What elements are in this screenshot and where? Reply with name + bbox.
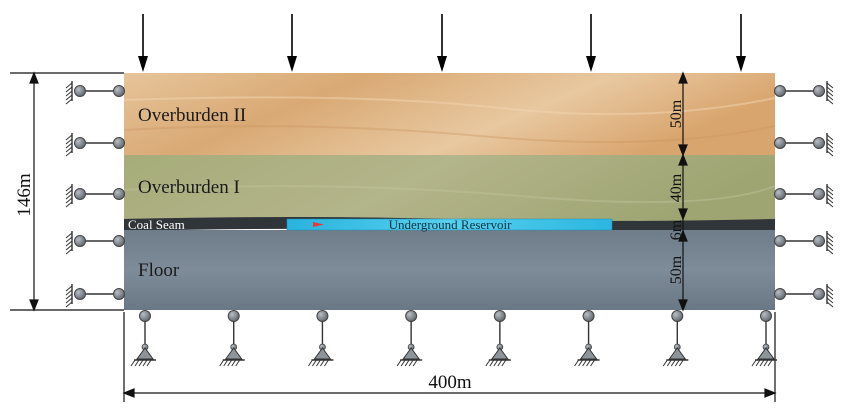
pin-support-icon	[485, 310, 511, 367]
pin-support-icon	[130, 310, 156, 367]
overburden-2-thickness: 50m	[668, 99, 685, 128]
roller-support-icon	[65, 184, 125, 208]
bottom-pin-supports	[130, 310, 777, 367]
load-arrow-icon	[287, 14, 297, 72]
pin-support-icon	[219, 310, 245, 367]
roller-support-icon	[774, 284, 834, 308]
reservoir-flow-arrow-icon	[313, 222, 324, 227]
load-arrow-icon	[586, 14, 596, 72]
overburden-1-layer	[124, 155, 775, 221]
pin-support-icon	[396, 310, 423, 367]
total-height-label: 146m	[14, 173, 35, 217]
overburden-2-layer	[124, 73, 775, 155]
thickness-dimensions	[678, 71, 688, 312]
strata-streak	[123, 185, 776, 204]
width-label: 400m	[428, 372, 472, 393]
roller-support-icon	[774, 184, 834, 208]
left-roller-supports	[65, 81, 125, 308]
underground-reservoir	[286, 218, 613, 231]
load-arrow-icon	[736, 14, 746, 72]
floor-thickness: 50m	[668, 255, 685, 284]
pin-support-icon	[308, 310, 334, 367]
strata-streak	[123, 125, 776, 144]
roller-support-icon	[774, 133, 834, 157]
reservoir-label: Underground Reservoir	[389, 217, 513, 232]
roller-support-icon	[774, 231, 834, 255]
load-arrow-icon	[138, 14, 148, 72]
overburden-1-label: Overburden I	[138, 177, 240, 198]
strata-streak	[123, 96, 776, 116]
roller-support-icon	[65, 284, 125, 308]
overburden-2-label: Overburden II	[138, 105, 246, 126]
pin-support-icon	[574, 310, 600, 367]
roller-support-icon	[65, 231, 125, 255]
coal-seam-thickness: 6m	[668, 219, 685, 240]
floor-label: Floor	[138, 260, 180, 281]
overburden-1-thickness: 40m	[668, 173, 685, 202]
width-dimension-line	[122, 312, 777, 402]
load-arrow-icon	[437, 14, 447, 72]
load-arrows	[138, 14, 746, 72]
pin-support-icon	[751, 310, 777, 367]
roller-support-icon	[65, 133, 125, 157]
height-dimension-line	[10, 71, 124, 312]
coal-seam-label: Coal Seam	[128, 217, 185, 232]
floor-layer	[124, 230, 775, 310]
pin-support-icon	[662, 310, 689, 367]
roller-support-icon	[65, 81, 125, 105]
right-roller-supports	[774, 81, 834, 308]
rock-layers	[123, 73, 776, 310]
roller-support-icon	[774, 81, 834, 105]
